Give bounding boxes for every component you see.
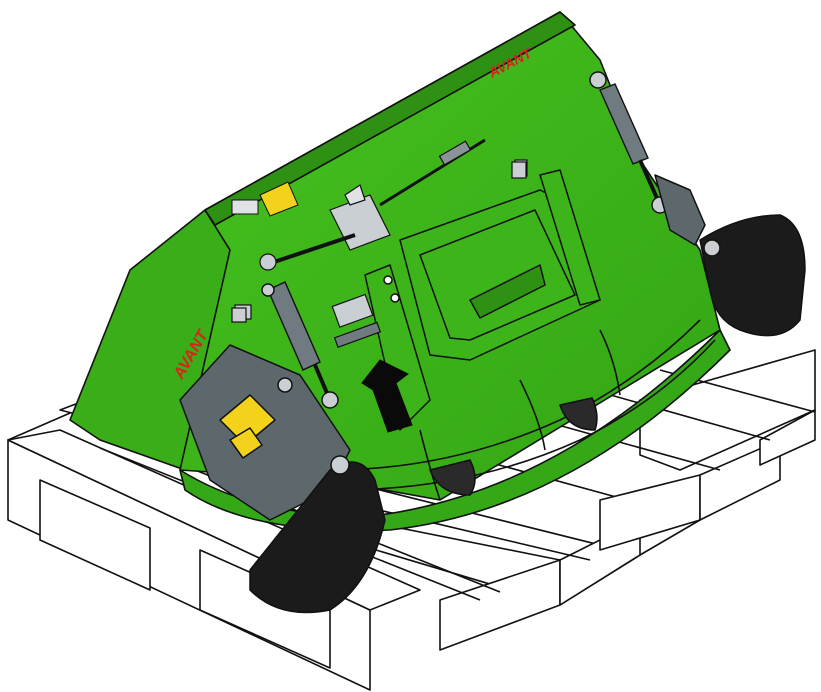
rubber-flap-left [249, 461, 386, 614]
pallet-beam-right [639, 349, 816, 471]
cylinder-pin [261, 283, 275, 297]
fittings [231, 161, 527, 348]
cable-fitting [438, 140, 472, 166]
bucket-rib [419, 429, 441, 501]
bucket-rib [519, 379, 546, 451]
hose-fitting [259, 253, 277, 271]
bolt [703, 239, 721, 257]
bucket-foot [429, 459, 476, 496]
arrow-up-icon [361, 359, 413, 433]
cylinder-pin [589, 71, 607, 89]
mount-plate-inner [419, 209, 576, 341]
cylinder-pin [321, 391, 339, 409]
left-bracket [179, 344, 386, 614]
bucket-crease [339, 339, 716, 491]
cylinder-right [599, 83, 649, 165]
bolt [277, 377, 293, 393]
bolt [330, 455, 350, 475]
valve-cap [344, 184, 366, 206]
arrow-up-icon-shape [361, 359, 413, 433]
pallet-board-line [539, 419, 721, 471]
warning-decal [259, 181, 299, 217]
warning-decal [229, 427, 263, 459]
rubber-flap-right [699, 214, 806, 337]
mount-hole [390, 293, 400, 303]
fitting [231, 307, 247, 323]
info-plate [231, 199, 259, 215]
right-bracket [654, 174, 806, 337]
fitting [511, 161, 527, 179]
hydraulic-valve [234, 138, 528, 320]
pallet-board-line [599, 391, 771, 441]
bucket-top-rim [204, 11, 576, 226]
sensor-housing [331, 293, 374, 328]
sensor-bar [333, 321, 382, 348]
mount-arm-right [539, 169, 601, 306]
bucket-crease [329, 319, 701, 471]
bucket [69, 11, 731, 532]
bucket-foot [559, 397, 598, 431]
pallet-block [759, 409, 816, 466]
mount-slot [469, 264, 546, 319]
mount-frame [364, 169, 601, 431]
bucket-rib [599, 329, 621, 396]
bracket-plate [654, 174, 706, 246]
mount-hole [383, 275, 393, 285]
hydraulic-hose [264, 233, 356, 267]
pallet-opening [39, 479, 151, 591]
cylinder-left [267, 281, 321, 371]
